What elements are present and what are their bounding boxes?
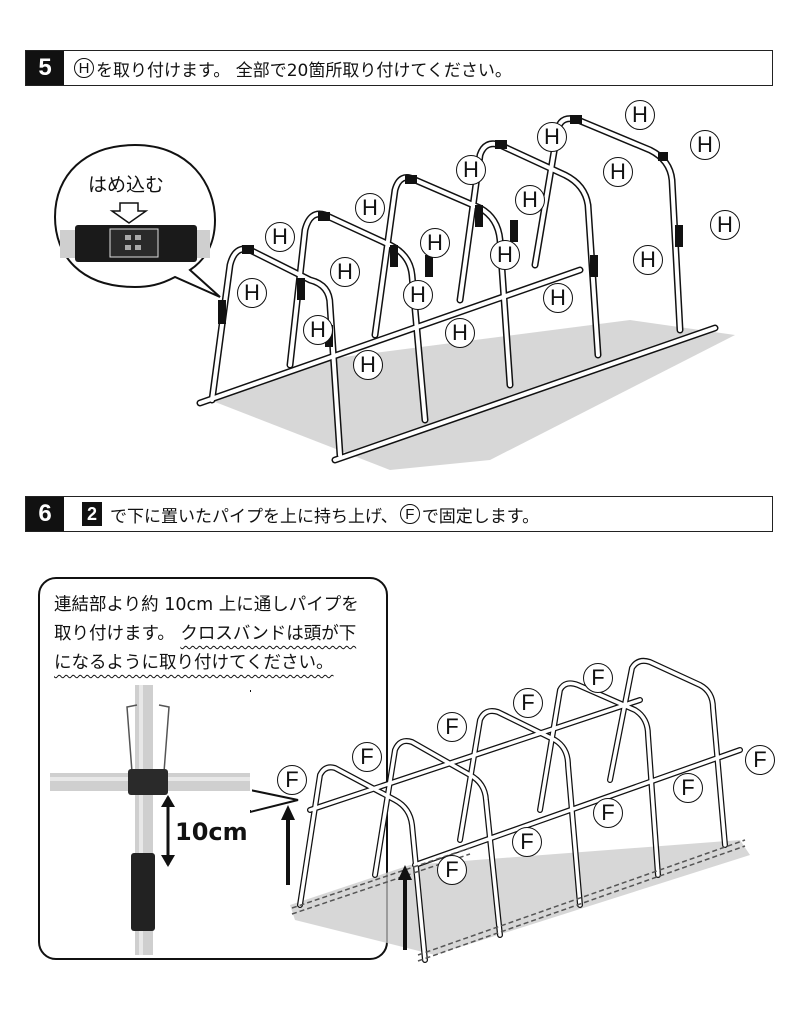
- part-f-icon: F: [399, 504, 420, 524]
- callout-h: H: [515, 185, 545, 215]
- note-line-1: 連結部より約 10cm 上に通しパイプを: [54, 595, 359, 615]
- crossband-photo: [50, 685, 250, 955]
- callout-h: H: [355, 193, 385, 223]
- callout-f: F: [745, 745, 775, 775]
- callout-f: F: [512, 827, 542, 857]
- callout-h: H: [603, 157, 633, 187]
- callout-h: H: [633, 245, 663, 275]
- callout-h: H: [710, 210, 740, 240]
- step-5-header: 5 H を取り付けます。 全部で20箇所取り付けてください。: [25, 50, 773, 86]
- step-6-number: 6: [26, 497, 64, 531]
- step-6-text-a: で下に置いたパイプを上に持ち上げ、: [110, 506, 398, 527]
- note-line-2b: クロスバンドは頭が下: [180, 624, 357, 644]
- note-pointer: [250, 690, 299, 814]
- callout-f: F: [513, 688, 543, 718]
- callout-h: H: [490, 240, 520, 270]
- callout-h: H: [537, 122, 567, 152]
- callout-f: F: [673, 773, 703, 803]
- callout-h: H: [353, 350, 383, 380]
- note-line-2a: 取り付けます。: [54, 624, 175, 644]
- callout-h: H: [543, 283, 573, 313]
- callout-f: F: [583, 663, 613, 693]
- callout-f: F: [277, 765, 307, 795]
- callout-f: F: [352, 742, 382, 772]
- note-line-3: になるように取り付けてください。: [54, 653, 334, 673]
- callout-f: F: [437, 712, 467, 742]
- callout-h: H: [420, 228, 450, 258]
- step-6-instruction: 2 で下に置いたパイプを上に持ち上げ、 F で固定します。: [64, 502, 539, 527]
- callout-f: F: [437, 855, 467, 885]
- callout-h: H: [625, 100, 655, 130]
- callout-h: H: [330, 257, 360, 287]
- step-ref-badge: 2: [82, 502, 102, 526]
- callout-h: H: [445, 318, 475, 348]
- step-5-text: を取り付けます。 全部で20箇所取り付けてください。: [96, 60, 512, 81]
- note-text: 連結部より約 10cm 上に通しパイプを 取り付けます。 クロスバンドは頭が下 …: [54, 591, 359, 678]
- step-5-instruction: H を取り付けます。 全部で20箇所取り付けてください。: [64, 56, 512, 81]
- callout-h: H: [403, 280, 433, 310]
- callout-h: H: [456, 155, 486, 185]
- callout-h: H: [237, 278, 267, 308]
- frame-diagram-step5: [196, 115, 735, 470]
- snap-in-label: はめ込む: [88, 174, 165, 196]
- callout-f: F: [593, 798, 623, 828]
- frame-diagram-step6: [281, 657, 750, 963]
- measure-label: 10cm: [175, 818, 248, 846]
- callout-h: H: [303, 315, 333, 345]
- snap-in-bubble: [53, 143, 221, 298]
- callout-h: H: [690, 130, 720, 160]
- note-line-2: 取り付けます。 クロスバンドは頭が下: [54, 620, 359, 649]
- callout-h: H: [265, 222, 295, 252]
- step-6-text-b: で固定します。: [421, 506, 540, 527]
- step-5-number: 5: [26, 51, 64, 85]
- step-6-header: 6 2 で下に置いたパイプを上に持ち上げ、 F で固定します。: [25, 496, 773, 532]
- part-h-icon: H: [74, 58, 94, 78]
